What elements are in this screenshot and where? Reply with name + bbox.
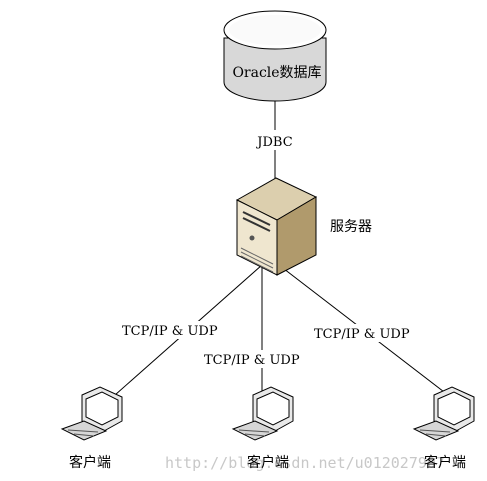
client-label: 客户端 (247, 454, 289, 471)
server-icon (235, 177, 318, 276)
client-label: 客户端 (69, 454, 111, 471)
client-computer-icon (412, 386, 475, 441)
protocol-label-center: TCP/IP & UDP (204, 353, 300, 368)
protocol-label-center-background (202, 350, 314, 368)
client-computer-icon (231, 386, 294, 441)
jdbc-label-background (255, 130, 295, 150)
client-label: 客户端 (424, 454, 466, 471)
server-label: 服务器 (330, 219, 372, 235)
protocol-label-right: TCP/IP & UDP (314, 327, 410, 342)
protocol-label-left: TCP/IP & UDP (122, 324, 218, 339)
protocol-label-left-background (120, 321, 230, 339)
database-label: Oracle数据库 (232, 65, 321, 81)
watermark-text: http://blog.csdn.net/u012027907 (165, 454, 445, 472)
database-cylinder-icon (223, 10, 327, 102)
client-computer-icon (60, 386, 123, 441)
protocol-label-right-background (312, 324, 422, 342)
jdbc-label: JDBC (255, 135, 292, 150)
